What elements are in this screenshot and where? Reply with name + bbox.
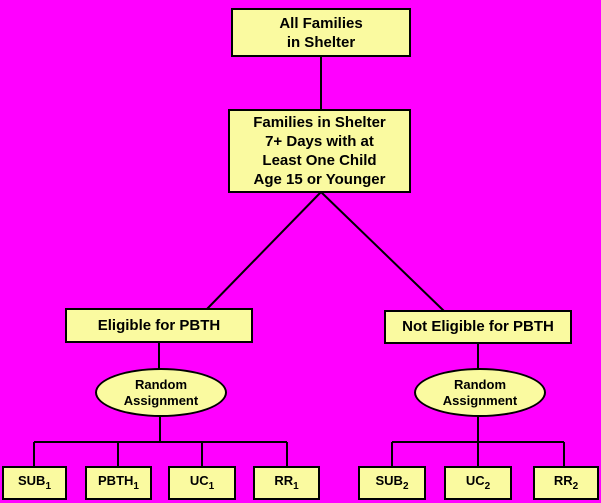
leaf-rr1-label: RR1: [274, 472, 299, 492]
node-families-7days-line1: Families in Shelter: [253, 114, 386, 131]
leaf-uc1-label: UC1: [189, 472, 215, 492]
node-random-assignment-right: Random Assignment: [414, 368, 546, 417]
node-random-assignment-left: Random Assignment: [95, 368, 227, 417]
leaf-rr2-label: RR2: [553, 472, 579, 492]
node-leaf-rr2: RR2: [533, 466, 599, 500]
node-leaf-sub1: SUB1: [2, 466, 67, 500]
node-families-7days-line2: 7+ Days with at: [265, 133, 374, 150]
node-all-families-line2: in Shelter: [286, 33, 356, 51]
node-all-families-line1: All Families: [279, 14, 363, 32]
leaf-sub1-label: SUB1: [17, 472, 51, 492]
node-random-left-line2: Assignment: [123, 392, 199, 408]
node-families-7days-line3: Least One Child: [262, 152, 377, 169]
node-eligible-pbth: Eligible for PBTH: [65, 308, 253, 343]
leaf-sub2-label: SUB2: [375, 472, 409, 492]
node-leaf-uc2: UC2: [444, 466, 512, 500]
node-all-families: All Families in Shelter: [231, 8, 411, 57]
leaf-pbth1-label: PBTH1: [98, 472, 139, 492]
node-random-left-line1: Random: [135, 376, 187, 392]
connector-diagonal-right: [320, 191, 445, 312]
node-not-eligible-pbth-label: Not Eligible for PBTH: [402, 318, 554, 335]
leaf-uc2-label: UC2: [465, 472, 491, 492]
node-families-7days-line4: Age 15 or Younger: [253, 171, 386, 188]
node-leaf-pbth1: PBTH1: [85, 466, 152, 500]
node-leaf-uc1: UC1: [168, 466, 236, 500]
connector-diagonal-left: [206, 191, 322, 310]
node-leaf-rr1: RR1: [253, 466, 320, 500]
node-random-right-line1: Random: [454, 376, 506, 392]
node-not-eligible-pbth: Not Eligible for PBTH: [384, 310, 572, 344]
node-families-7days: Families in Shelter 7+ Days with at Leas…: [228, 109, 411, 193]
node-eligible-pbth-label: Eligible for PBTH: [97, 316, 221, 334]
node-leaf-sub2: SUB2: [358, 466, 426, 500]
node-random-right-line2: Assignment: [442, 392, 518, 408]
